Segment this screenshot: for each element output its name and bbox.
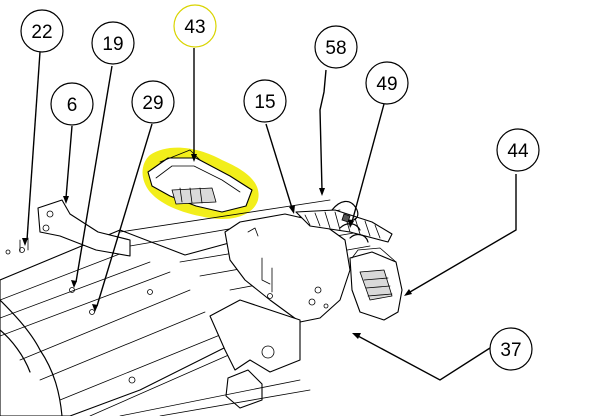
part-43	[147, 149, 253, 213]
callout-37: 37	[489, 327, 533, 371]
callout-49: 49	[365, 61, 409, 105]
callout-43: 43	[173, 4, 217, 48]
callout-29: 29	[131, 80, 175, 124]
callout-44: 44	[496, 128, 540, 172]
leader-lines	[22, 48, 517, 381]
callout-label: 37	[500, 340, 521, 361]
callout-label: 43	[184, 17, 205, 38]
callout-label: 22	[31, 22, 52, 43]
callout-label: 6	[67, 95, 78, 116]
callout-label: 19	[102, 34, 123, 55]
callout-19: 19	[91, 21, 135, 65]
callout-label: 15	[254, 92, 275, 113]
callout-58: 58	[314, 25, 358, 69]
callout-label: 29	[142, 93, 163, 114]
callout-22: 22	[20, 9, 64, 53]
callout-label: 44	[507, 141, 529, 162]
callout-label: 49	[376, 74, 397, 95]
callout-6: 6	[50, 82, 94, 126]
callout-15: 15	[243, 79, 287, 123]
machine-frame	[0, 199, 403, 416]
callout-label: 58	[325, 38, 346, 59]
